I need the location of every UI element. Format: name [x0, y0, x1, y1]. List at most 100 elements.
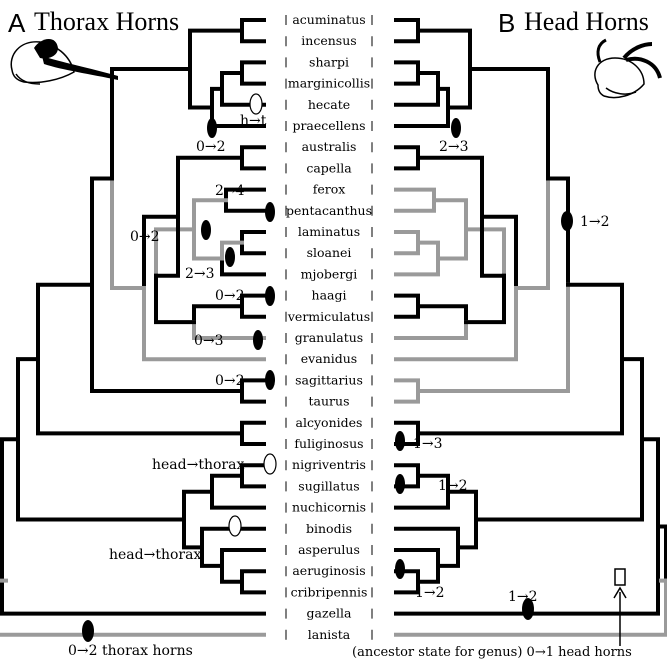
filled-oval-marker [395, 474, 405, 494]
filled-oval-marker [265, 286, 275, 306]
tree-branch [16, 437, 186, 522]
tree-branch [456, 517, 478, 550]
tree-branch [188, 67, 214, 110]
tree-branch [640, 437, 660, 529]
filled-oval-marker [395, 559, 405, 579]
tree-branch [240, 155, 266, 171]
right-markers [395, 118, 627, 646]
filled-oval-marker [201, 220, 211, 240]
annotation: (ancestor state for genus) 0→1 head horn… [352, 645, 632, 660]
tree-branch [464, 227, 506, 278]
tree-branch [394, 578, 667, 637]
tree-branch [176, 155, 244, 219]
filled-oval-marker [522, 598, 534, 620]
tree-branch [192, 304, 244, 325]
taxon-label: gazella [307, 606, 352, 621]
filled-oval-marker [225, 247, 235, 267]
taxon-label: cribripennis [291, 584, 368, 599]
tree-branch [240, 18, 266, 33]
tree-branch [210, 473, 244, 494]
tree-branch [446, 67, 472, 110]
tree-branch [416, 240, 440, 261]
open-oval-marker [249, 93, 263, 115]
tree-branch [416, 563, 440, 584]
tree-branch [188, 28, 244, 72]
thorax-horn-tree [0, 18, 266, 637]
thorax-horn-beetle-icon [10, 38, 118, 85]
tree-branch [240, 293, 266, 309]
filled-oval-marker [265, 370, 275, 390]
taxon-label: lanista [308, 627, 351, 642]
filled-oval-marker [561, 211, 573, 231]
taxon-label: sugillatus [298, 478, 359, 493]
tree-branch [394, 155, 420, 171]
annotation: 2→3 [439, 139, 469, 155]
left-markers [82, 93, 277, 642]
tree-branch [416, 28, 472, 72]
arrow-head-icon [613, 586, 627, 599]
annotation: 0→2 [215, 373, 245, 389]
taxon-label: nigriventris [292, 457, 366, 472]
panel-a-title: Thorax Horns [34, 7, 179, 36]
tree-branch [436, 227, 468, 261]
tree-branch [394, 304, 420, 319]
tree-branch [220, 548, 266, 568]
annotation: 2→4 [215, 183, 245, 199]
tree-branch [394, 389, 420, 404]
tree-branch [36, 282, 94, 362]
tree-branch [514, 176, 550, 290]
tree-branch [220, 256, 266, 277]
tree-branch [154, 227, 196, 278]
tree-branch [394, 378, 420, 393]
tree-branch [240, 473, 266, 489]
taxon-label: hecate [308, 97, 350, 112]
tree-branch [240, 28, 266, 44]
right-annotations: 2→3 1→2 1→3 1→2 1→2 1→2 (ancestor state … [352, 139, 632, 660]
filled-oval-marker [82, 620, 94, 642]
tree-branch [416, 473, 450, 494]
taxon-label: taurus [309, 394, 350, 409]
tree-branch [394, 60, 420, 75]
taxon-label: praecellens [292, 118, 365, 133]
tree-branch [36, 357, 244, 436]
open-rect-marker [614, 568, 626, 586]
tree-branch [656, 524, 667, 583]
tree-branch [240, 579, 266, 595]
tree-branch [240, 240, 266, 256]
tree-branch [416, 71, 440, 91]
tree-branch [154, 214, 180, 278]
tree-branch [394, 524, 660, 616]
tree-branch [240, 230, 266, 245]
taxon-label: mjobergi [301, 266, 358, 281]
tree-branch [394, 526, 460, 550]
left-annotations: h→t 0→2 2→4 0→2 2→3 0→2 0→3 0→2 head→tho… [68, 113, 267, 659]
taxon-label: sloanei [307, 245, 352, 260]
tree-branch [416, 282, 570, 393]
tree-branch [200, 526, 266, 550]
tree-branch [394, 18, 420, 33]
taxon-label: fuliginosus [294, 436, 363, 451]
tree-branch [220, 71, 244, 91]
tree-branch [16, 357, 40, 442]
tree-branch [394, 256, 440, 277]
taxon-label: granulatus [295, 330, 363, 345]
tree-branch [200, 545, 224, 568]
tree-branch [210, 86, 224, 110]
tree-branch [0, 632, 266, 637]
annotation: 0→2 [196, 139, 226, 155]
taxon-label: capella [306, 160, 352, 175]
taxon-label: evanidus [301, 351, 357, 366]
tree-branch [394, 187, 436, 203]
annotation: 2→3 [185, 266, 215, 282]
tree-branch [0, 524, 266, 616]
tree-branch [240, 569, 266, 584]
filled-oval-marker [451, 118, 461, 138]
tree-branch [394, 86, 440, 107]
taxon-label: acuminatus [292, 12, 365, 27]
tree-branch [142, 214, 180, 290]
tree-branch [394, 240, 420, 256]
tree-branch [240, 420, 266, 436]
annotation: 0→2 [215, 288, 245, 304]
tree-branch [394, 579, 420, 595]
tree-branch [154, 273, 196, 325]
